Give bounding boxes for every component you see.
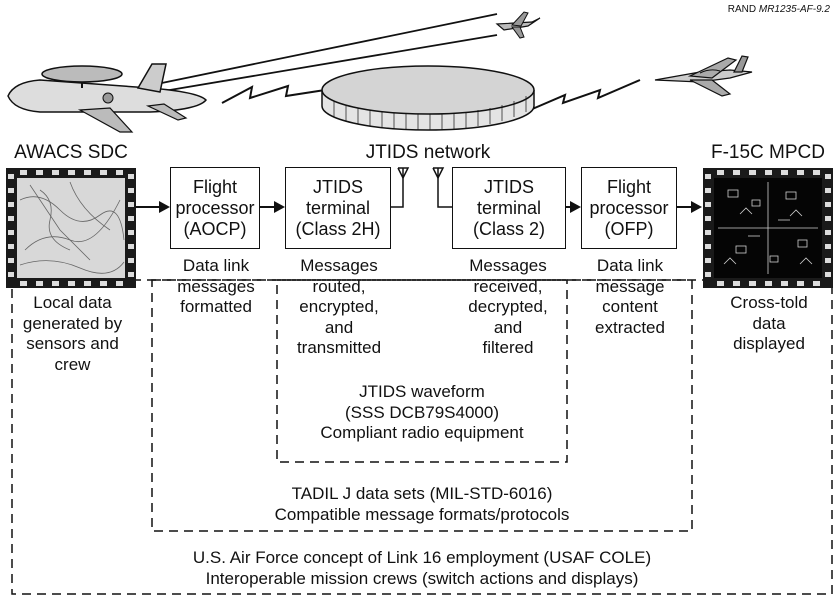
crosstold-line-1: Cross-told	[730, 293, 808, 312]
received-line-5: filtered	[482, 338, 534, 357]
crosstold-line-2: data	[752, 313, 786, 333]
class2h-line-2: terminal	[305, 197, 370, 218]
jtids-network-ring	[321, 65, 535, 131]
extracted-line-4: extracted	[595, 317, 665, 337]
received-line-4: and	[493, 317, 523, 337]
cole-layer-label: U.S. Air Force concept of Link 16 employ…	[13, 548, 831, 589]
local-line-1: Local data	[33, 293, 112, 312]
aocp-line-2: processor	[175, 197, 255, 218]
waveform-line-1: JTIDS waveform	[359, 382, 485, 401]
routed-line-4: and	[324, 317, 354, 337]
routed-line-2: routed,	[312, 276, 366, 296]
awacs-aircraft-icon	[7, 63, 208, 133]
aocp-box: Flight processor (AOCP)	[170, 167, 260, 249]
tadil-layer-label: TADIL J data sets (MIL-STD-6016) Compati…	[153, 484, 691, 525]
crosstold-caption: Cross-told data displayed	[700, 293, 838, 355]
receive-antenna-icon	[432, 167, 452, 208]
waveform-layer-label: JTIDS waveform (SSS DCB79S4000) Complian…	[278, 382, 566, 444]
routed-caption: Messages routed, encrypted, and transmit…	[280, 256, 398, 359]
distant-jet-icon	[495, 11, 541, 39]
aocp-line-3: (AOCP)	[183, 218, 247, 239]
los-line-upper	[151, 13, 498, 86]
class2-terminal-box: JTIDS terminal (Class 2)	[452, 167, 566, 249]
f15-mpcd-display-screen	[703, 168, 833, 288]
cole-line-1: U.S. Air Force concept of Link 16 employ…	[192, 548, 652, 567]
ofp-line-3: (OFP)	[604, 218, 654, 239]
formatted-line-2: messages	[177, 276, 255, 296]
routed-line-1: Messages	[300, 256, 378, 275]
waveform-line-3: Compliant radio equipment	[320, 423, 524, 442]
extracted-line-2: message	[595, 276, 665, 296]
credit-code: MR1235-AF-9.2	[758, 4, 830, 15]
routed-line-3: encrypted,	[299, 297, 379, 316]
waveform-layer-box	[276, 279, 568, 463]
local-line-4: crew	[54, 354, 91, 374]
ofp-line-1: Flight	[606, 176, 651, 197]
formatted-line-3: formatted	[180, 297, 252, 316]
extracted-caption: Data link message content extracted	[574, 256, 686, 338]
class2-line-2: terminal	[476, 197, 541, 218]
tadil-line-2: Compatible message formats/protocols	[274, 504, 570, 524]
formatted-line-1: Data link	[182, 256, 250, 275]
class2-line-3: (Class 2)	[472, 218, 545, 239]
received-line-3: decrypted,	[468, 297, 548, 316]
ofp-box: Flight processor (OFP)	[581, 167, 677, 249]
waveform-line-2: (SSS DCB79S4000)	[344, 402, 500, 422]
crosstold-line-3: displayed	[733, 334, 805, 353]
credit-org: RAND	[727, 4, 757, 15]
extracted-line-1: Data link	[596, 256, 664, 275]
aocp-line-1: Flight	[192, 176, 237, 197]
flow-arrows	[136, 201, 702, 213]
local-data-caption: Local data generated by sensors and crew	[0, 293, 145, 375]
received-line-2: received,	[473, 276, 543, 296]
class2h-line-3: (Class 2H)	[295, 218, 381, 239]
class2-line-1: JTIDS	[483, 176, 534, 197]
f15-fighter-icon	[654, 55, 753, 97]
los-line-lower	[157, 34, 498, 93]
figure-credit: RAND MR1235-AF-9.2	[728, 4, 830, 15]
cole-line-2: Interoperable mission crews (switch acti…	[205, 568, 639, 588]
class2h-terminal-box: JTIDS terminal (Class 2H)	[285, 167, 391, 249]
received-line-1: Messages	[469, 256, 547, 275]
extracted-line-3: content	[602, 297, 658, 316]
awacs-display-screen	[6, 168, 136, 288]
transmit-antenna-icon	[391, 167, 410, 208]
local-line-2: generated by	[22, 313, 123, 333]
formatted-caption: Data link messages formatted	[160, 256, 272, 318]
tadil-layer-box	[151, 279, 693, 532]
awacs-label: AWACS SDC	[14, 142, 128, 163]
local-line-3: sensors and	[26, 334, 119, 353]
f15-label: F-15C MPCD	[710, 142, 825, 163]
network-label: JTIDS network	[365, 142, 491, 163]
class2h-line-1: JTIDS	[312, 176, 363, 197]
received-caption: Messages received, decrypted, and filter…	[448, 256, 568, 359]
ofp-line-2: processor	[589, 197, 669, 218]
lightning-bolt-right	[529, 79, 641, 111]
tadil-line-1: TADIL J data sets (MIL-STD-6016)	[291, 484, 553, 503]
lightning-bolt-left	[221, 84, 326, 104]
routed-line-5: transmitted	[296, 338, 382, 357]
